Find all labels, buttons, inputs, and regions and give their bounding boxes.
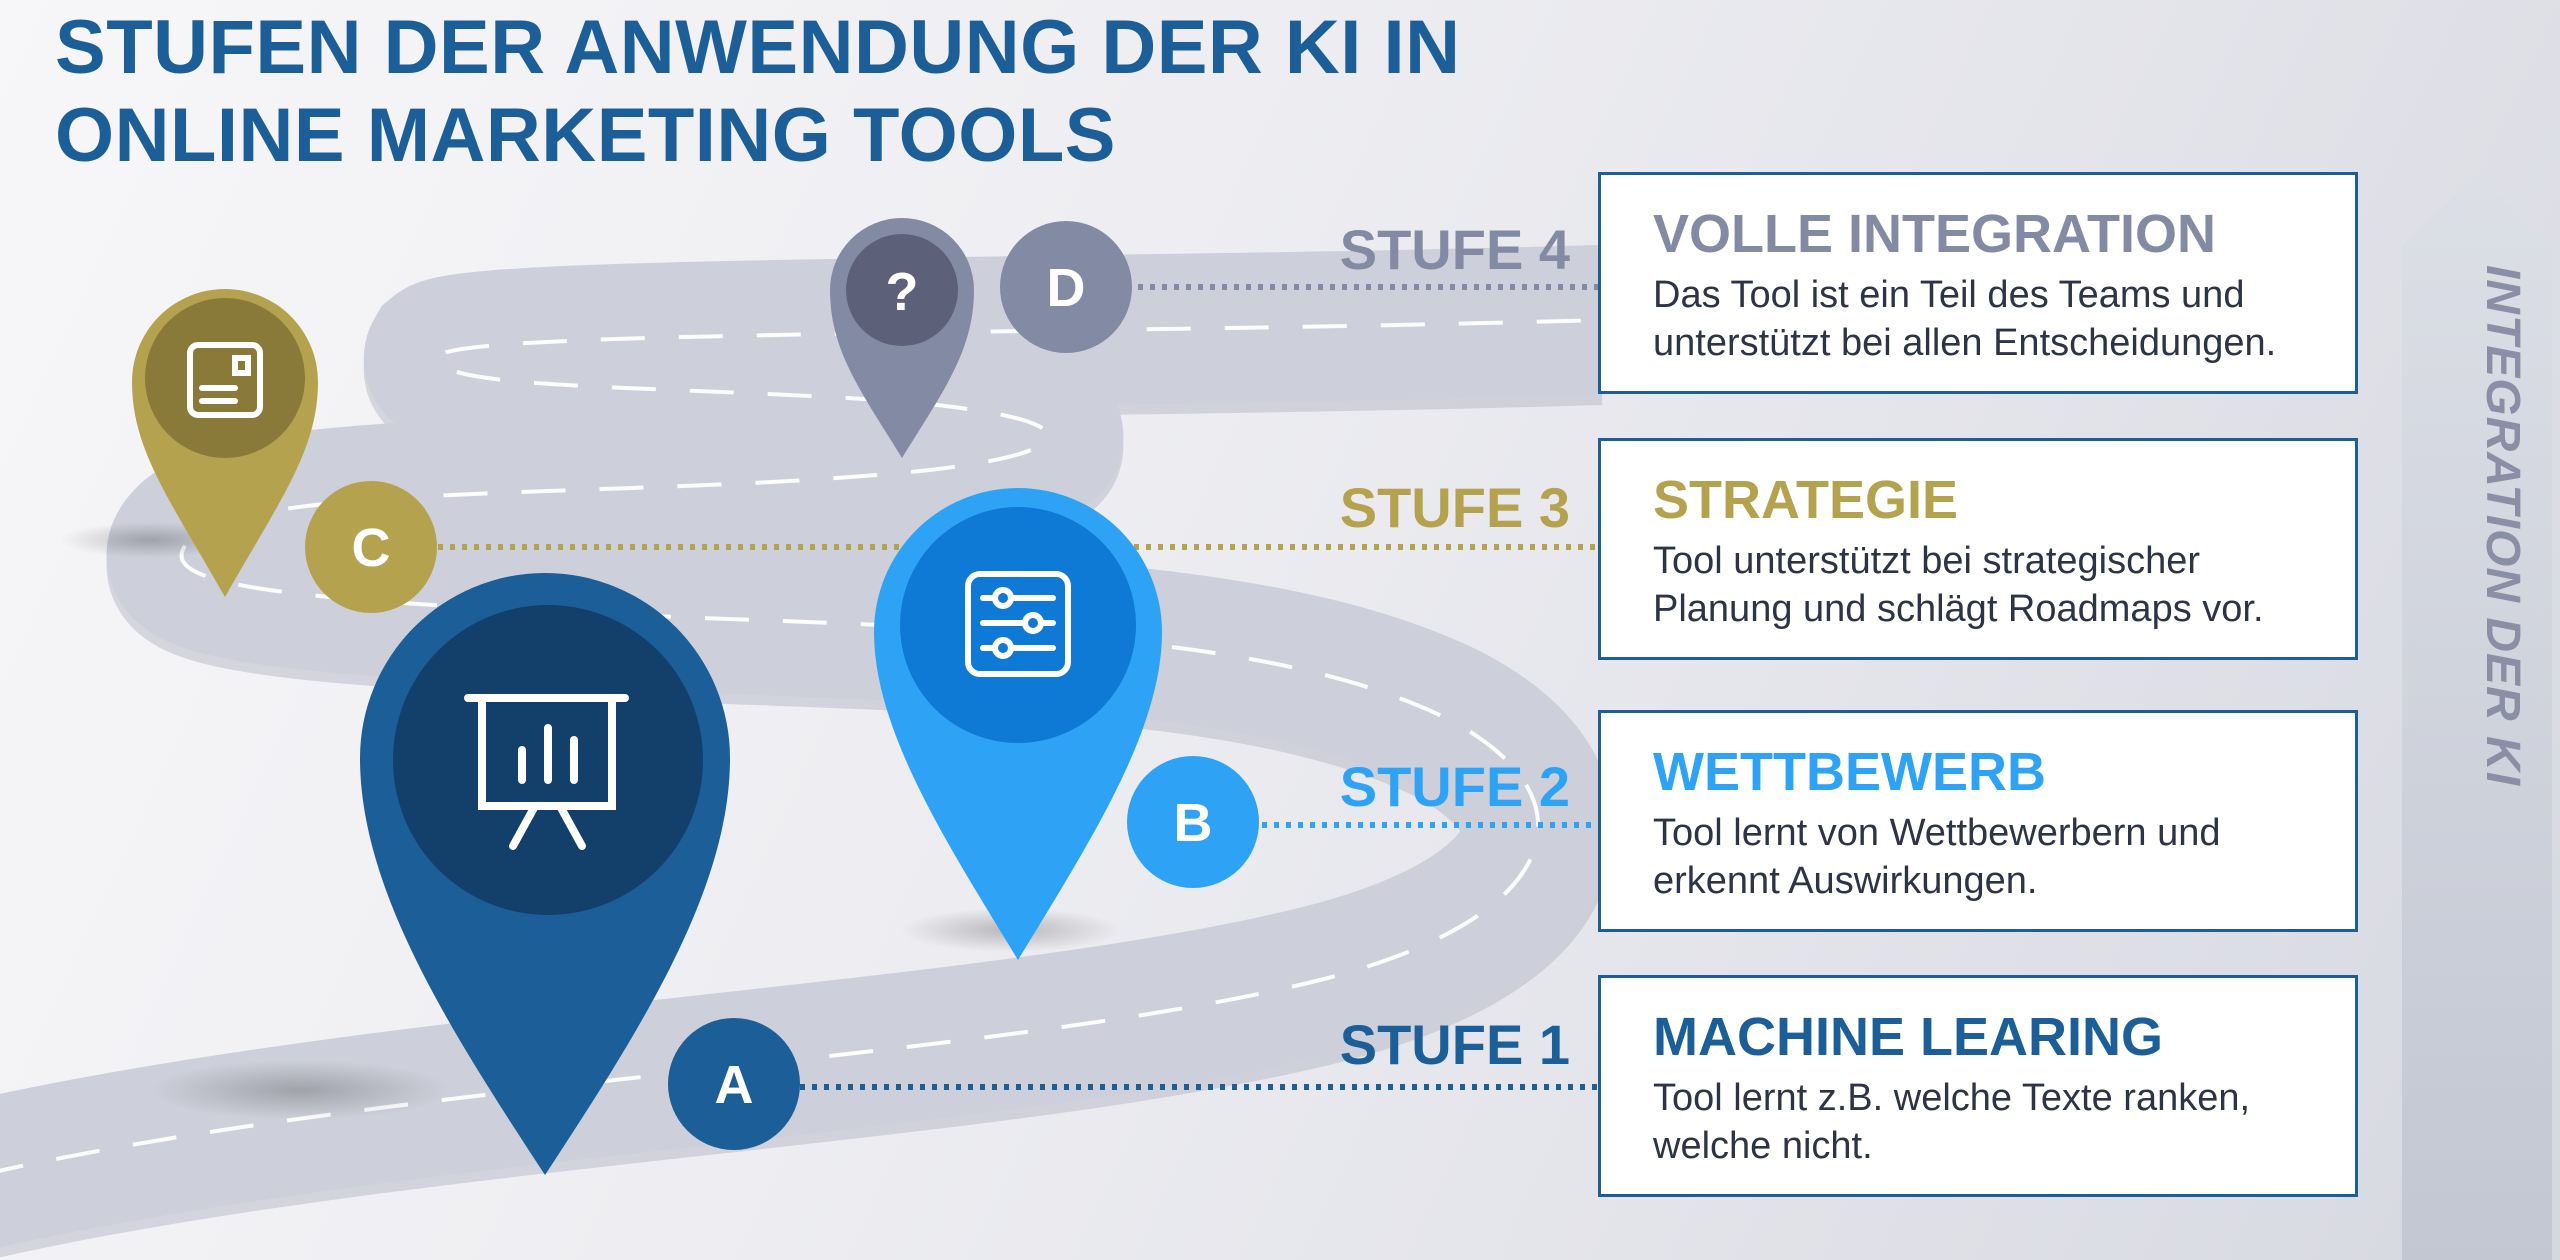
marker-d: D [1000, 221, 1132, 353]
svg-text:D: D [1047, 258, 1086, 318]
card-description-stufe-4: Das Tool ist ein Teil des Teams und unte… [1653, 274, 2277, 364]
marker-b: B [1127, 756, 1259, 888]
card-title-stufe-3: STRATEGIE [1653, 470, 1959, 530]
svg-text:A: A [715, 1055, 754, 1115]
stage-label-1: STUFE 1 [1339, 1013, 1570, 1076]
pin-stufe-2 [874, 488, 1162, 960]
postcard-icon [187, 342, 263, 418]
presentation-chart-icon [464, 694, 629, 850]
card-stufe-1: MACHINE LEARING Tool lernt z.B. welche T… [1598, 975, 2358, 1197]
card-title-stufe-1: MACHINE LEARING [1653, 1007, 2163, 1067]
pin-stufe-1 [360, 573, 730, 1175]
card-description-stufe-1: Tool lernt z.B. welche Texte ranken, wel… [1653, 1077, 2251, 1167]
marker-c: C [305, 481, 437, 613]
card-description-stufe-2: Tool lernt von Wettbewerbern und erkennt… [1653, 812, 2221, 902]
card-stufe-2: WETTBEWERB Tool lernt von Wettbewerbern … [1598, 710, 2358, 932]
page-title-line-1: STUFEN DER ANWENDUNG DER KI IN [55, 5, 1461, 90]
stage-label-2: STUFE 2 [1339, 755, 1570, 818]
card-stufe-3: STRATEGIE Tool unterstützt bei strategis… [1598, 438, 2358, 660]
svg-text:B: B [1174, 793, 1213, 853]
page-title: STUFEN DER ANWENDUNG DER KI IN ONLINE MA… [55, 4, 1461, 180]
marker-a: A [668, 1018, 800, 1150]
question-icon: ? [886, 262, 919, 322]
sliders-icon [965, 571, 1071, 677]
card-title-stufe-4: VOLLE INTEGRATION [1653, 204, 2216, 264]
integration-label: INTEGRATION DER KI [2476, 264, 2530, 786]
pin-stufe-3 [132, 289, 318, 597]
stage-label-3: STUFE 3 [1339, 476, 1570, 539]
card-stufe-4: VOLLE INTEGRATION Das Tool ist ein Teil … [1598, 172, 2358, 394]
integration-label-container: INTEGRATION DER KI [2477, 264, 2530, 785]
pin-stufe-4: ? [830, 218, 974, 458]
stage-label-4: STUFE 4 [1339, 218, 1570, 281]
page-title-line-2: ONLINE MARKETING TOOLS [55, 93, 1116, 178]
card-description-stufe-3: Tool unterstützt bei strategischer Planu… [1653, 540, 2264, 630]
svg-text:C: C [352, 518, 391, 578]
card-title-stufe-2: WETTBEWERB [1653, 742, 2046, 802]
integration-arrow [2402, 175, 2552, 1260]
